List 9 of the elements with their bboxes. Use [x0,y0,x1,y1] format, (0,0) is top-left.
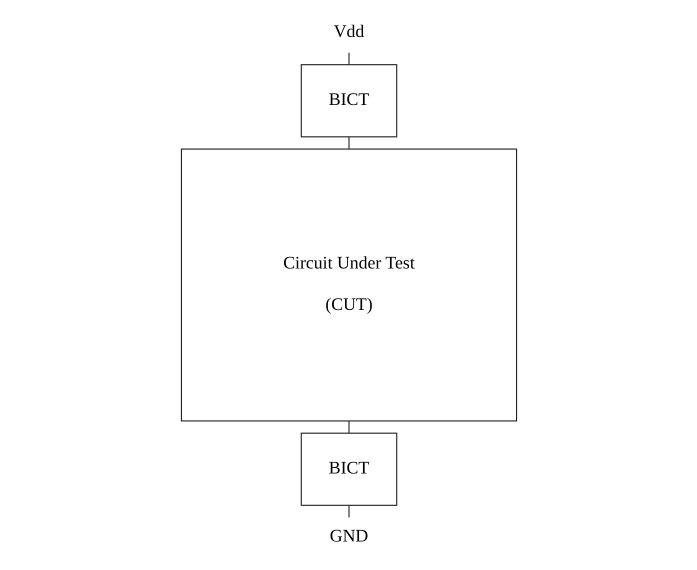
connector [348,52,350,64]
connector [348,421,350,433]
node-box: Circuit Under Test (CUT) [180,148,517,422]
node-box: BICT [300,432,397,506]
node-box: BICT [300,64,397,138]
node-text: GND [329,526,368,546]
connector [348,506,350,518]
connector [348,137,350,150]
node-text: Vdd [333,20,364,41]
